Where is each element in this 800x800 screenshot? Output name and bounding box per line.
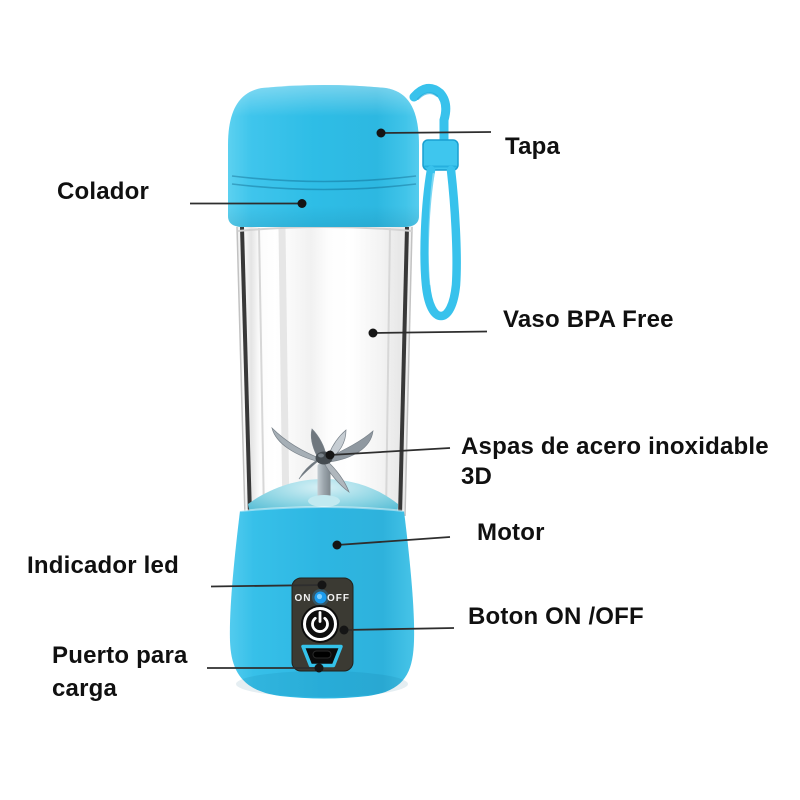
cup-outer-right	[404, 226, 413, 517]
lid-shading	[228, 85, 419, 227]
lanyard-strap	[409, 83, 461, 321]
base-bottom-shade	[236, 671, 408, 697]
cup-edge-left	[240, 226, 252, 517]
vaso-callout-line	[372, 330, 488, 334]
led-indicator-core	[316, 593, 323, 600]
colador-callout-dot	[297, 199, 307, 208]
lanyard-loop	[420, 165, 461, 321]
power-icon	[311, 611, 329, 633]
label-puerto-carga: Puerto para carga	[52, 639, 188, 705]
tapa-callout-dot	[376, 128, 386, 138]
label-motor: Motor	[477, 519, 545, 546]
lanyard-hook	[409, 83, 451, 145]
indicador-callout-dot	[317, 580, 327, 590]
motor-callout-line	[336, 536, 451, 546]
boton-callout-dot	[339, 625, 349, 635]
cup-outer-left	[236, 226, 246, 517]
boton-callout-line	[343, 627, 455, 631]
lanyard-slider	[422, 139, 459, 171]
blade-up-left	[310, 428, 327, 457]
callout-dots	[297, 128, 386, 673]
cup-inner-line-left	[258, 227, 265, 517]
charge-port-slot	[312, 650, 332, 659]
vaso-callout-dot	[368, 328, 378, 338]
blade-hub-highlight	[318, 453, 324, 458]
power-button	[301, 605, 339, 643]
lid-seam-lower	[231, 183, 417, 191]
charge-port-icon	[301, 644, 343, 668]
blade-down-left	[298, 459, 319, 480]
label-aspas: Aspas de acero inoxidable 3D	[461, 432, 769, 492]
cup-vaso	[236, 226, 413, 518]
lanyard-hook-shade	[417, 92, 438, 100]
label-colador: Colador	[57, 178, 150, 205]
label-vaso-bpa-free: Vaso BPA Free	[503, 306, 674, 333]
lid-seam-upper	[231, 175, 417, 183]
shaft-base-cap	[308, 495, 340, 507]
label-puerto-line1: Puerto para	[52, 642, 188, 669]
aspas-callout-line	[329, 447, 451, 456]
blade-shaft	[317, 464, 331, 502]
label-aspas-line1: Aspas de acero inoxidable	[461, 433, 769, 460]
power-button-ring	[303, 607, 337, 641]
label-aspas-line2: 3D	[461, 463, 493, 490]
puerto-callout-dot	[314, 663, 324, 673]
label-indicador-led: Indicador led	[27, 552, 179, 579]
panel-on-label: ON	[295, 593, 312, 604]
label-boton-on-off: Boton ON /OFF	[468, 603, 644, 630]
lid-tapa	[228, 85, 419, 227]
blade-down-right	[323, 460, 350, 493]
label-puerto-line2: carga	[52, 675, 118, 702]
cup-edge-right	[398, 226, 409, 517]
lanyard-loop-highlight	[428, 173, 435, 285]
cup-inner-line-right	[385, 227, 391, 517]
aspas-callout-dot	[325, 450, 335, 460]
callout-lines	[190, 131, 492, 669]
tapa-callout-line	[380, 131, 492, 134]
motor-callout-dot	[332, 540, 342, 550]
label-tapa: Tapa	[505, 133, 561, 160]
control-panel: ON OFF	[291, 577, 354, 672]
indicador-callout-line	[210, 584, 323, 588]
panel-off-label: OFF	[327, 593, 350, 604]
cup-reflection-streak	[278, 227, 290, 517]
base-top-highlight	[239, 506, 405, 512]
